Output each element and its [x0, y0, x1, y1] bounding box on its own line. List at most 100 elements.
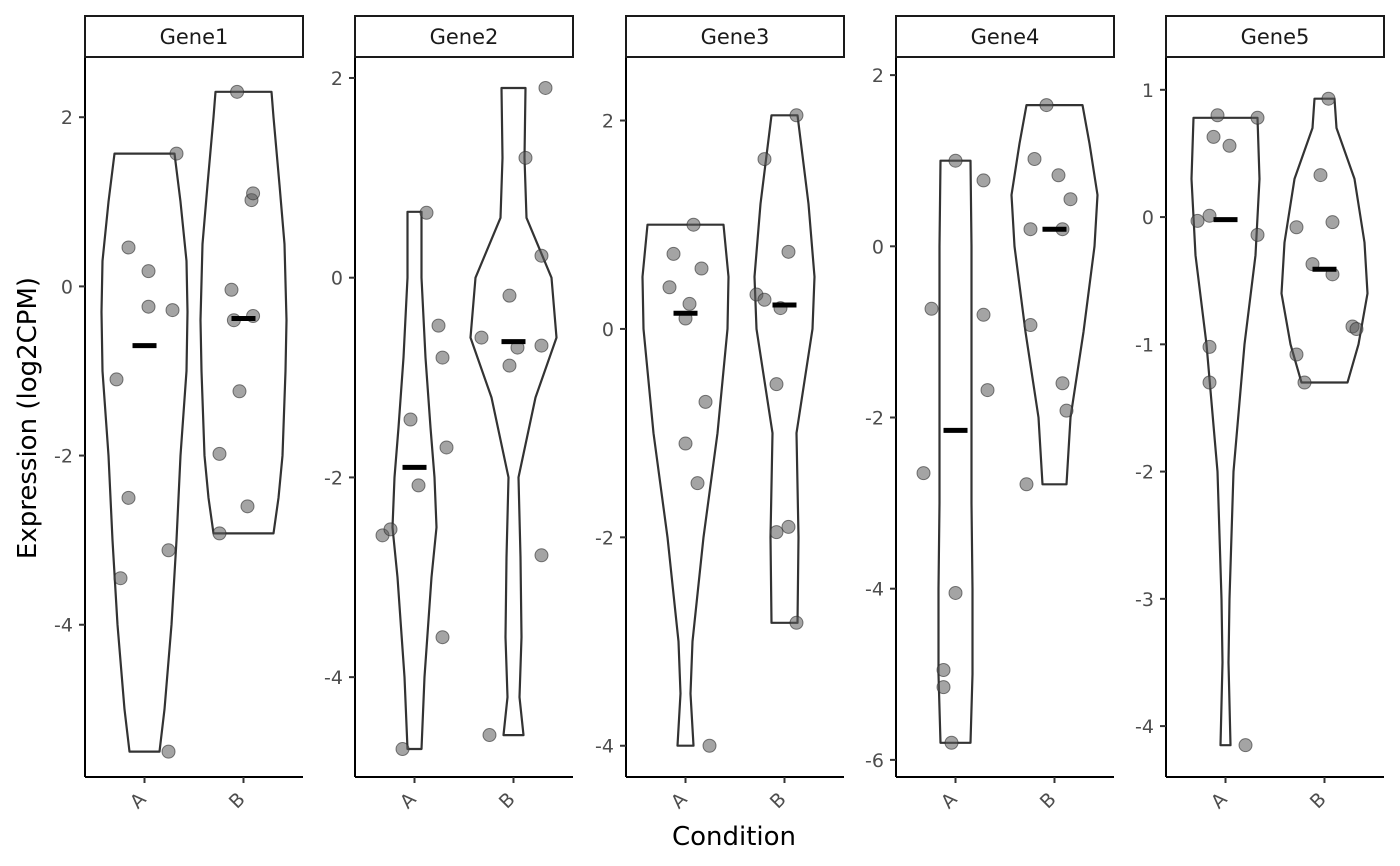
- panel-strip-label: Gene2: [430, 25, 499, 49]
- data-point: [757, 152, 772, 167]
- data-point: [1289, 347, 1304, 362]
- violin-b: [1280, 97, 1369, 384]
- data-point: [666, 246, 681, 261]
- data-point: [1202, 339, 1217, 354]
- data-point: [1202, 208, 1217, 223]
- y-tick-label: -2: [1135, 462, 1154, 484]
- data-point: [686, 217, 701, 232]
- data-point: [1019, 477, 1034, 492]
- data-point: [161, 543, 176, 558]
- data-point: [1202, 375, 1217, 390]
- x-tick-label: B: [1306, 788, 1331, 813]
- data-point: [1321, 91, 1336, 106]
- data-point: [482, 728, 497, 743]
- data-point: [431, 318, 446, 333]
- data-point: [435, 630, 450, 645]
- panel-strip-label: Gene1: [160, 25, 229, 49]
- data-point: [698, 394, 713, 409]
- violin-a: [1190, 116, 1261, 747]
- y-tick-label: -4: [1135, 716, 1154, 738]
- y-tick-label: 0: [61, 276, 73, 298]
- data-point: [383, 522, 398, 537]
- data-point: [518, 150, 533, 165]
- data-point: [916, 466, 931, 481]
- violin-b: [753, 114, 816, 624]
- data-point: [936, 663, 951, 678]
- violin-b: [199, 90, 288, 535]
- data-point: [789, 615, 804, 630]
- x-tick-label: B: [766, 788, 791, 813]
- data-point: [121, 240, 136, 255]
- data-point: [1206, 129, 1221, 144]
- y-tick-label: -2: [54, 446, 73, 468]
- data-point: [169, 146, 184, 161]
- violin-b: [469, 86, 558, 737]
- data-point: [682, 296, 697, 311]
- data-point: [240, 499, 255, 514]
- data-point: [502, 288, 517, 303]
- panel-strip-label: Gene3: [701, 25, 770, 49]
- data-point: [419, 205, 434, 220]
- data-point: [212, 526, 227, 541]
- panel-strip: [354, 15, 574, 58]
- data-point: [224, 282, 239, 297]
- data-point: [789, 108, 804, 123]
- panel-strip: [895, 15, 1115, 58]
- data-point: [109, 372, 124, 387]
- y-tick-label: 0: [1142, 207, 1154, 229]
- data-point: [474, 330, 489, 345]
- data-point: [439, 440, 454, 455]
- data-point: [678, 436, 693, 451]
- y-tick-label: -2: [865, 408, 884, 430]
- data-point: [1023, 222, 1038, 237]
- y-tick-label: -4: [865, 579, 884, 601]
- x-tick-label: A: [396, 788, 421, 813]
- x-tick-label: B: [225, 788, 250, 813]
- data-point: [1059, 403, 1074, 418]
- data-point: [690, 476, 705, 491]
- panel-strip: [625, 15, 845, 58]
- data-point: [944, 735, 959, 750]
- y-tick-label: 1: [1142, 80, 1154, 102]
- y-tick-label: 2: [872, 65, 884, 87]
- data-point: [141, 264, 156, 279]
- data-point: [246, 186, 261, 201]
- data-point: [411, 478, 426, 493]
- data-point: [1222, 138, 1237, 153]
- y-tick-label: 2: [61, 107, 73, 129]
- data-point: [662, 280, 677, 295]
- data-point: [1238, 738, 1253, 753]
- y-tick-label: 0: [602, 319, 614, 341]
- data-point: [1039, 98, 1054, 113]
- data-point: [230, 84, 245, 99]
- panel-strip-label: Gene5: [1241, 25, 1310, 49]
- violin-a: [937, 159, 974, 744]
- y-tick-label: 0: [872, 236, 884, 258]
- data-point: [121, 490, 136, 505]
- y-tick-label: -2: [324, 467, 343, 489]
- y-axis-title: Expression (log2CPM): [13, 277, 43, 559]
- data-point: [781, 519, 796, 534]
- data-point: [781, 244, 796, 259]
- y-tick-label: 0: [331, 268, 343, 290]
- data-point: [1027, 152, 1042, 167]
- data-point: [403, 412, 418, 427]
- violin-a: [641, 223, 730, 747]
- data-point: [1289, 220, 1304, 235]
- data-point: [538, 80, 553, 95]
- data-point: [1063, 192, 1078, 207]
- data-point: [936, 680, 951, 695]
- data-point: [1051, 168, 1066, 183]
- violin-b: [1010, 104, 1099, 486]
- data-point: [395, 742, 410, 757]
- data-point: [948, 153, 963, 168]
- data-point: [502, 358, 517, 373]
- data-point: [1313, 168, 1328, 183]
- data-point: [141, 299, 156, 314]
